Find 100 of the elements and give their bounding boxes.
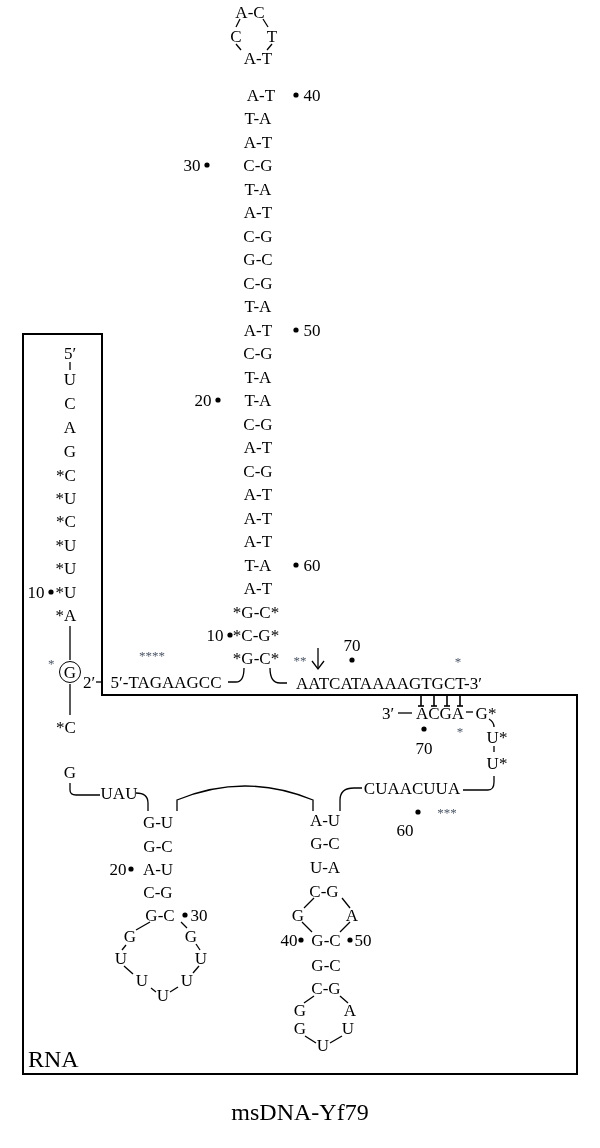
position-number: 60 (303, 556, 321, 574)
base-pair: A-T (243, 532, 273, 550)
end-label: 2′ (82, 673, 96, 691)
base-pair: *G-C* (232, 603, 280, 621)
sequence-text: UAU (100, 784, 138, 802)
base-pair: A-T (243, 321, 273, 339)
nucleotide: U (114, 949, 128, 967)
end-label: 3′ (381, 704, 395, 722)
base-pair: A-T (243, 485, 273, 503)
base-pair: C-G (243, 344, 273, 362)
base-pair: G-U (142, 813, 174, 831)
position-number: 40 (303, 86, 321, 104)
asterisk-mark: *** (437, 805, 457, 819)
position-number: 30 (190, 906, 208, 924)
base-pair: *G-C* (232, 649, 280, 667)
nucleotide: A (343, 1001, 357, 1019)
base-pair: A-C (235, 3, 265, 21)
position-number: 30 (183, 156, 201, 174)
base-pair: A-U (309, 811, 341, 829)
nucleotide: *C (56, 512, 76, 530)
nucleotide: U* (486, 728, 508, 746)
nucleotide: T (266, 27, 278, 45)
base-pair: C-G (243, 274, 273, 292)
base-pair: T-A (244, 391, 272, 409)
base-pair: A-T (243, 509, 273, 527)
position-number: 20 (194, 391, 212, 409)
base-pair: T-A (244, 368, 272, 386)
asterisk-mark: * (48, 657, 55, 670)
position-number: 40 (280, 931, 298, 949)
nucleotide: *U (55, 583, 77, 601)
caption: msDNA-Yf79 (230, 1100, 370, 1124)
asterisk-mark: ** (293, 653, 307, 667)
base-pair: T-A (244, 180, 272, 198)
end-label: 5′ (63, 344, 77, 362)
nucleotide: G (63, 763, 77, 781)
nucleotide: G (123, 927, 137, 945)
base-pair: A-T (246, 86, 276, 104)
base-pair: T-A (244, 109, 272, 127)
base-pair: A-T (243, 49, 273, 67)
nucleotide: G (293, 1001, 307, 1019)
position-number: 50 (354, 931, 372, 949)
base-pair: T-A (244, 297, 272, 315)
nucleotide: G (291, 906, 305, 924)
nucleotide: *C (56, 718, 76, 736)
asterisk-mark: * (456, 724, 464, 738)
position-number: 70 (415, 739, 433, 757)
nucleotide: A (63, 418, 77, 436)
nucleotide: *U (55, 559, 77, 577)
base-pair: C-G (243, 156, 273, 174)
nucleotide: G (63, 442, 77, 460)
nucleotide: U (180, 971, 194, 989)
nucleotide: *C (56, 466, 76, 484)
base-pair: G-C (311, 956, 341, 974)
nucleotide: C (230, 27, 242, 45)
nucleotide: U (194, 949, 208, 967)
sequence-text: CUAACUUA (363, 779, 461, 797)
base-pair: A-T (243, 133, 273, 151)
base-pair: C-G (311, 979, 341, 997)
position-number: 10 (206, 626, 224, 644)
base-pair: T-A (244, 556, 272, 574)
base-pair: A-T (243, 203, 273, 221)
nucleotide: A (345, 906, 359, 924)
sequence-text: AATCATAAAAGTGCT-3′ (296, 674, 482, 692)
sequence-text: ACGA (415, 704, 465, 722)
nucleotide: G* (475, 704, 497, 722)
position-number: 60 (396, 821, 414, 839)
base-pair: C-G (143, 883, 173, 901)
base-pair: A-T (243, 579, 273, 597)
nucleotide: G (293, 1019, 307, 1037)
base-pair: A-T (243, 438, 273, 456)
base-pair: C-G (243, 227, 273, 245)
sequence-text: 5′-TAGAAGCC (110, 673, 222, 691)
base-pair: G-C (145, 906, 175, 924)
region-label: RNA (28, 1047, 79, 1071)
base-pair: C-G (309, 882, 339, 900)
base-pair: G-C (310, 834, 340, 852)
nucleotide: U* (486, 754, 508, 772)
asterisk-mark: **** (139, 648, 165, 662)
base-pair: *C-G* (232, 626, 280, 644)
base-pair: G-C (243, 250, 273, 268)
base-pair: A-U (142, 860, 174, 878)
base-pair: U-A (309, 858, 341, 876)
base-pair: G-C (311, 931, 341, 949)
asterisk-mark: * (454, 654, 462, 668)
nucleotide: *A (55, 606, 77, 624)
position-number: 70 (343, 636, 361, 654)
nucleotide: U (316, 1036, 330, 1054)
base-pair: G-C (143, 837, 173, 855)
nucleotide: U (63, 370, 77, 388)
nucleotide: U (341, 1019, 355, 1037)
nucleotide: U (156, 986, 170, 1004)
position-number: 20 (109, 860, 127, 878)
base-pair: C-G (243, 415, 273, 433)
nucleotide: G (184, 927, 198, 945)
position-number: 10 (27, 583, 45, 601)
position-number: 50 (303, 321, 321, 339)
nucleotide: *U (55, 536, 77, 554)
nucleotide: C (64, 394, 76, 412)
nucleotide: U (135, 971, 149, 989)
base-pair: C-G (243, 462, 273, 480)
